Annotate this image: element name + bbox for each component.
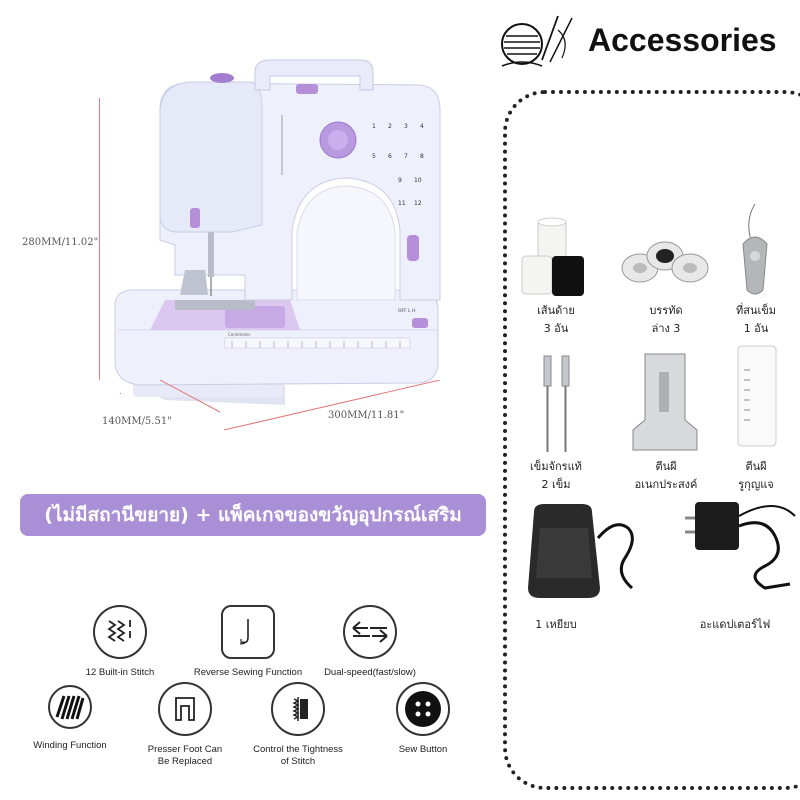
foot-pedal-icon <box>528 504 634 598</box>
feature-sew-button: Sew Button <box>358 682 488 756</box>
accessory-label: ตีนผีรูกุญแจ <box>738 460 774 491</box>
thread-spools-icon <box>521 217 584 296</box>
depth-anchor <box>120 393 121 394</box>
stitch-number: 6 <box>388 153 392 160</box>
power-adapter-icon <box>685 502 796 590</box>
ruler-label: Centimeter <box>228 332 251 337</box>
accessory-label: อะแดปเตอร์ไฟ <box>699 618 771 631</box>
sewing-logo-icon <box>501 15 573 67</box>
thread-winding-icon <box>45 682 95 732</box>
stitch-number: 5 <box>372 153 376 160</box>
stitch-number: 10 <box>414 177 422 184</box>
stitch-number: 9 <box>398 177 402 184</box>
accessories-title: Accessories <box>588 22 777 58</box>
stitch-number: 12 <box>414 200 422 207</box>
feature-winding: Winding Function <box>5 682 135 752</box>
height-dimension-line <box>99 98 100 380</box>
feature-label: 12 Built-in Stitch <box>85 667 155 678</box>
dimension-arrows <box>159 380 441 431</box>
stitch-number: 8 <box>420 153 424 160</box>
depth-dimension-label: 140MM/5.51" <box>102 416 172 427</box>
feature-label: Sew Button <box>398 744 448 755</box>
accessory-label: 1 เหยียบ <box>535 618 577 631</box>
switch-label: OFF L H <box>398 308 415 314</box>
accessory-label: บรรทัดล่าง 3 <box>649 304 683 335</box>
feature-label: Dual-speed(fast/slow) <box>324 667 416 678</box>
stitch-number: 7 <box>404 153 408 160</box>
reverse-sewing-icon <box>221 605 275 659</box>
bobbins-icon <box>621 241 709 283</box>
stitch-number: 3 <box>404 123 408 130</box>
accessory-label: ตีนผีอเนกประสงค์ <box>634 460 698 491</box>
height-dimension-label: 280MM/11.02" <box>22 237 99 248</box>
promo-banner: (ไม่มีสถานีขยาย) + แพ็คเกจของขวัญอุปกรณ์… <box>20 494 486 536</box>
feature-label: Winding Function <box>33 740 107 751</box>
sewing-machine-image: Centimeter 1 2 3 4 5 6 7 8 9 10 11 12 OF… <box>114 59 441 405</box>
stitch-tension-icon <box>271 682 325 736</box>
button-icon <box>396 682 450 736</box>
needle-threader-icon <box>742 203 768 295</box>
stitch-number: 1 <box>372 123 376 130</box>
stitch-number: 2 <box>388 123 392 130</box>
feature-built-in-stitch: 12 Built-in Stitch <box>55 605 185 679</box>
stitch-number: 4 <box>420 123 424 130</box>
feature-dual-speed: Dual-speed(fast/slow) <box>305 605 435 679</box>
accessory-label: เข็มจักรแท้2 เข็ม <box>530 460 582 491</box>
feature-label: Reverse Sewing Function <box>193 667 303 678</box>
presser-foot-icon <box>632 353 698 451</box>
presser-foot-icon <box>158 682 212 736</box>
accessories-box <box>503 90 800 790</box>
buttonhole-foot-icon <box>737 345 777 447</box>
stitch-pattern-icon <box>93 605 147 659</box>
width-dimension-label: 300MM/11.81" <box>328 410 405 421</box>
dual-arrows-icon <box>343 605 397 659</box>
needles-icon <box>543 355 570 452</box>
feature-reverse-sewing: Reverse Sewing Function <box>183 605 313 679</box>
stitch-number: 11 <box>398 200 406 207</box>
